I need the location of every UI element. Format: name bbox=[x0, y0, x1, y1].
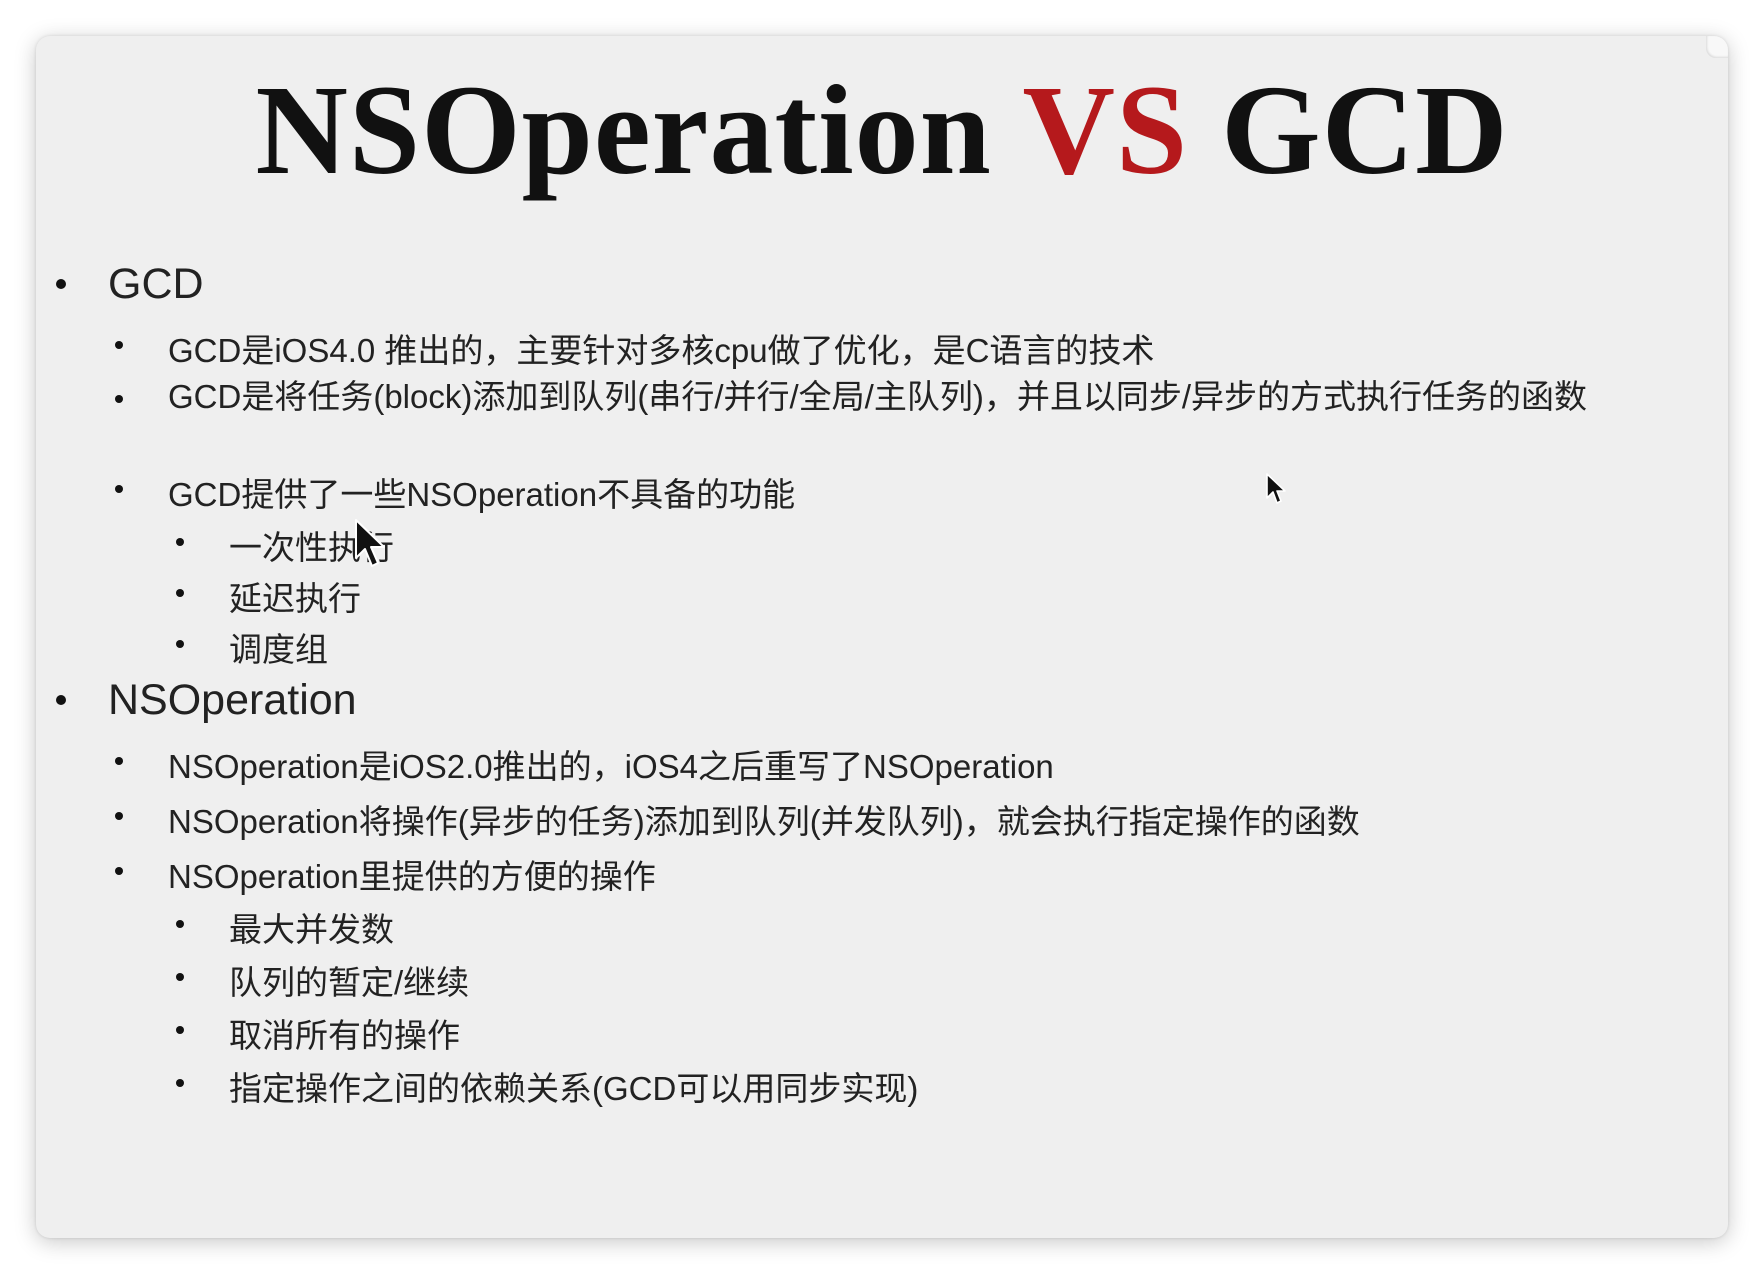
bullet-dot bbox=[115, 485, 123, 493]
nsop-subitem-1: 最大并发数 bbox=[229, 911, 394, 948]
gcd-item-2: GCD是将任务(block)添加到队列(串行/并行/全局/主队列)，并且以同步/… bbox=[168, 378, 1587, 415]
slide-title: NSOperation VS GCD bbox=[36, 60, 1728, 201]
title-vs: VS bbox=[1022, 59, 1189, 201]
title-nsoperation: NSOperation bbox=[255, 59, 992, 201]
bullet-dot bbox=[115, 757, 123, 765]
bullet-dot bbox=[115, 395, 123, 403]
bullet-dot bbox=[56, 695, 66, 705]
bullet-dot bbox=[176, 538, 184, 546]
title-gcd: GCD bbox=[1221, 59, 1509, 201]
nsop-subitem-2: 队列的暂定/继续 bbox=[229, 964, 470, 1001]
window-corner bbox=[1706, 36, 1728, 58]
mouse-pointer-icon bbox=[1266, 473, 1286, 504]
nsop-item-1: NSOperation是iOS2.0推出的，iOS4之后重写了NSOperati… bbox=[168, 748, 1054, 785]
bullet-dot bbox=[115, 812, 123, 820]
bullet-dot bbox=[176, 920, 184, 928]
nsop-subitem-3: 取消所有的操作 bbox=[229, 1017, 460, 1054]
bullet-dot bbox=[176, 973, 184, 981]
bullet-dot bbox=[176, 1026, 184, 1034]
gcd-item-1: GCD是iOS4.0 推出的，主要针对多核cpu做了优化，是C语言的技术 bbox=[168, 332, 1155, 369]
gcd-subitem-3: 调度组 bbox=[229, 631, 328, 668]
bullet-dot bbox=[56, 279, 66, 289]
bullet-dot bbox=[176, 640, 184, 648]
nsop-item-2: NSOperation将操作(异步的任务)添加到队列(并发队列)，就会执行指定操… bbox=[168, 803, 1360, 840]
bullet-dot bbox=[115, 867, 123, 875]
gcd-item-3: GCD提供了一些NSOperation不具备的功能 bbox=[168, 476, 796, 513]
presentation-slide: NSOperation VS GCD GCD GCD是iOS4.0 推出的，主要… bbox=[36, 36, 1728, 1238]
heading-nsoperation: NSOperation bbox=[108, 676, 357, 724]
mouse-pointer-icon bbox=[355, 519, 385, 567]
bullet-dot bbox=[176, 589, 184, 597]
bullet-dot bbox=[115, 341, 123, 349]
nsop-item-3: NSOperation里提供的方便的操作 bbox=[168, 858, 656, 895]
heading-gcd: GCD bbox=[108, 260, 204, 308]
bullet-dot bbox=[176, 1079, 184, 1087]
gcd-subitem-2: 延迟执行 bbox=[229, 580, 361, 617]
nsop-subitem-4: 指定操作之间的依赖关系(GCD可以用同步实现) bbox=[229, 1070, 919, 1107]
